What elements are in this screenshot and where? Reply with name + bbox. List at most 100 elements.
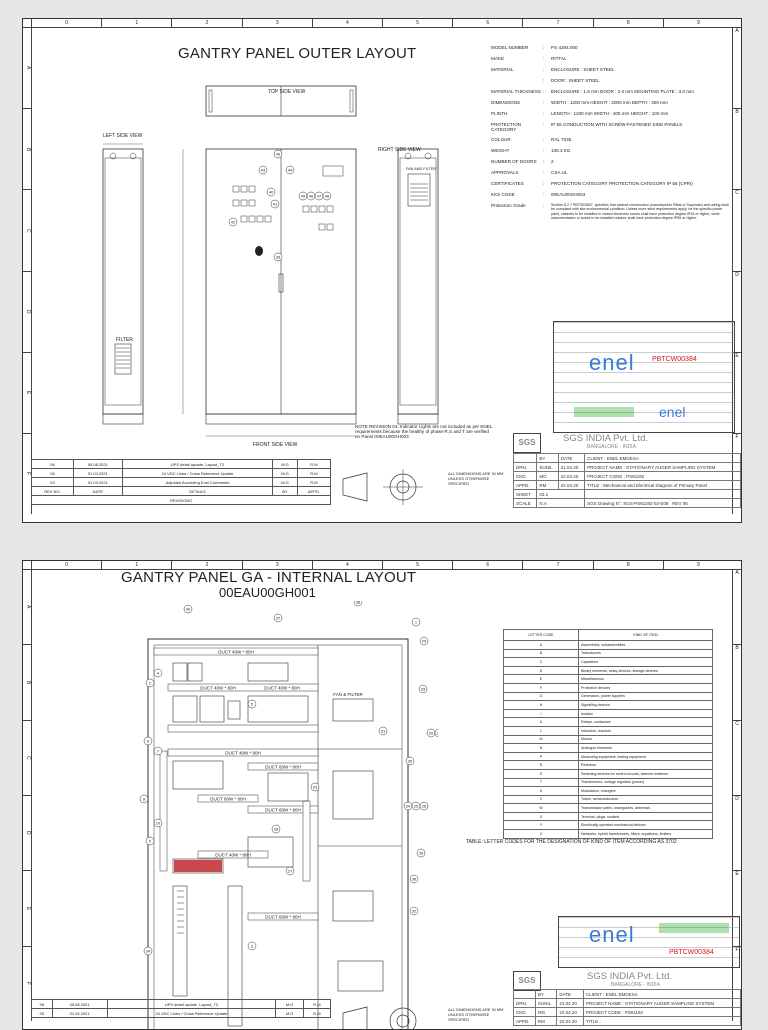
- filter-grille-slats-left: [116, 347, 130, 369]
- spec-colon: :: [543, 148, 545, 153]
- callout-bubble: [310, 782, 320, 792]
- top-view-hinge-right: [349, 89, 354, 113]
- callout-bubble: [145, 836, 155, 846]
- spec-row: COLOUR:RAL 7035: [491, 137, 731, 143]
- letter-code: W: [503, 803, 579, 813]
- revision-cell: 01.04.2021: [72, 468, 123, 478]
- spec-row: DIMENSIONS:WIDTH : 1200 mm HEIGHT : 2000…: [491, 100, 731, 106]
- callout-label: 20: [429, 731, 434, 736]
- duct-label: DUCT 40W * 80H: [200, 686, 235, 691]
- duct-row-6: [197, 794, 259, 803]
- callout-bubble: [139, 794, 149, 804]
- spec-key: PROTECTION CATEGORY: [491, 122, 522, 132]
- callout-label: 21: [437, 731, 438, 736]
- callout-label: 41: [273, 202, 278, 207]
- callout-label: 31: [381, 729, 386, 734]
- duct-row-5: [247, 762, 319, 771]
- front-device-row-1: [232, 185, 334, 231]
- breaker-group: [172, 662, 188, 682]
- revision-cell: R.M: [296, 468, 332, 478]
- revision-cell: 05.08.2021: [72, 459, 123, 469]
- spec-row: MODEL NUMBER:PS 4284.000: [491, 45, 731, 51]
- callout-label: 23: [313, 785, 318, 790]
- spec-value: IP 55 CONDUCTION WITH SCREW-FASTENED SID…: [551, 122, 683, 127]
- spec-value: LENGTH : 1200 mm WIDTH : 400 mm HEIGHT :…: [551, 111, 669, 116]
- spec-row: KKS CODE:00EAU00GH003: [491, 192, 731, 198]
- company-city: BANGALORE - INDIA: [611, 982, 660, 988]
- title-block: SGS SGS INDIA Pvt. Ltd. BANGALORE - INDI…: [513, 971, 741, 1029]
- fuse-group: [337, 960, 384, 992]
- front-plinth: [205, 413, 357, 425]
- projection-symbol: [342, 1006, 417, 1029]
- spec-key: DIMENSIONS: [491, 100, 521, 105]
- kind-of-item: Networks, hybrid transformers, filters, …: [578, 829, 713, 839]
- projection-circle-inner: [396, 1014, 410, 1028]
- enel-logo: enel: [589, 922, 635, 947]
- panel-kks-code: 00EAU00GH001: [219, 585, 316, 600]
- duct-row-4: [167, 748, 319, 757]
- relay-group: [247, 695, 309, 723]
- callout-bubble: [273, 252, 283, 262]
- revision-cell: M.G: [272, 468, 298, 478]
- duct-vertical-mid: [302, 800, 311, 882]
- callout-label: 3: [251, 944, 254, 949]
- stamp-code: PBTCW00384: [669, 949, 714, 956]
- right-view-inner: [399, 157, 437, 406]
- letter-code: Z: [503, 829, 579, 839]
- interface-module: [172, 760, 224, 790]
- spec-value: CSA UL: [551, 170, 568, 175]
- eyebolt-left-2: [129, 152, 137, 160]
- letter-code: U: [503, 786, 579, 796]
- revision-cell: 05: [31, 1008, 53, 1018]
- kind-of-item: Signalling devices: [578, 700, 713, 710]
- revision-cell: M.G: [272, 459, 298, 469]
- spec-key: MATERIAL THICKNESS: [491, 89, 541, 94]
- letter-code: A: [503, 640, 579, 650]
- spec-colon: :: [543, 170, 545, 175]
- spec-row: APPROVALS:CSA UL: [491, 170, 731, 176]
- revision-cell: 01.04.2021: [51, 1008, 108, 1018]
- callout-label: 34: [146, 949, 151, 954]
- letter-code: D: [503, 665, 579, 676]
- panel-outline: [147, 638, 409, 1029]
- spec-value: RAL 7035: [551, 137, 572, 142]
- spec-value: PS 4284.000: [551, 45, 578, 50]
- kind-of-item: Motors: [578, 734, 713, 745]
- callout-label: 30: [408, 759, 413, 764]
- duct-label: DUCT 40W * 80H: [264, 686, 299, 691]
- revision-cell: R.M: [302, 1008, 332, 1018]
- letter-code: P: [503, 751, 579, 762]
- callout-bubble: [285, 165, 295, 175]
- spec-colon: :: [543, 137, 545, 142]
- letter-code: F: [503, 682, 579, 693]
- letter-code: R: [503, 760, 579, 770]
- eyebolt-left: [109, 152, 117, 160]
- table-caption: TABLE: LETTER CODES FOR THE DESIGNATION …: [466, 839, 677, 845]
- spec-colon: :: [543, 181, 545, 186]
- callout-bubble: [416, 848, 426, 858]
- power-supply-2: [199, 695, 225, 723]
- callout-label: 26: [422, 804, 427, 809]
- spec-value: DOOR : SHEET STEEL: [551, 78, 600, 83]
- letter-code: T: [503, 777, 579, 788]
- callout-bubble: [145, 678, 155, 688]
- callout-bubble: [247, 941, 257, 951]
- kind-of-item: Terminal, plugs, sockets: [578, 811, 713, 822]
- spec-colon: :: [543, 78, 545, 83]
- spec-colon: :: [543, 89, 545, 94]
- letter-code: V: [503, 794, 579, 805]
- callout-bubble: [183, 604, 193, 614]
- letter-code: N: [503, 743, 579, 753]
- title-block: SGS SGS INDIA Pvt. Ltd. BANGALORE - INDI…: [512, 433, 741, 521]
- left-view-plinth: [102, 413, 144, 425]
